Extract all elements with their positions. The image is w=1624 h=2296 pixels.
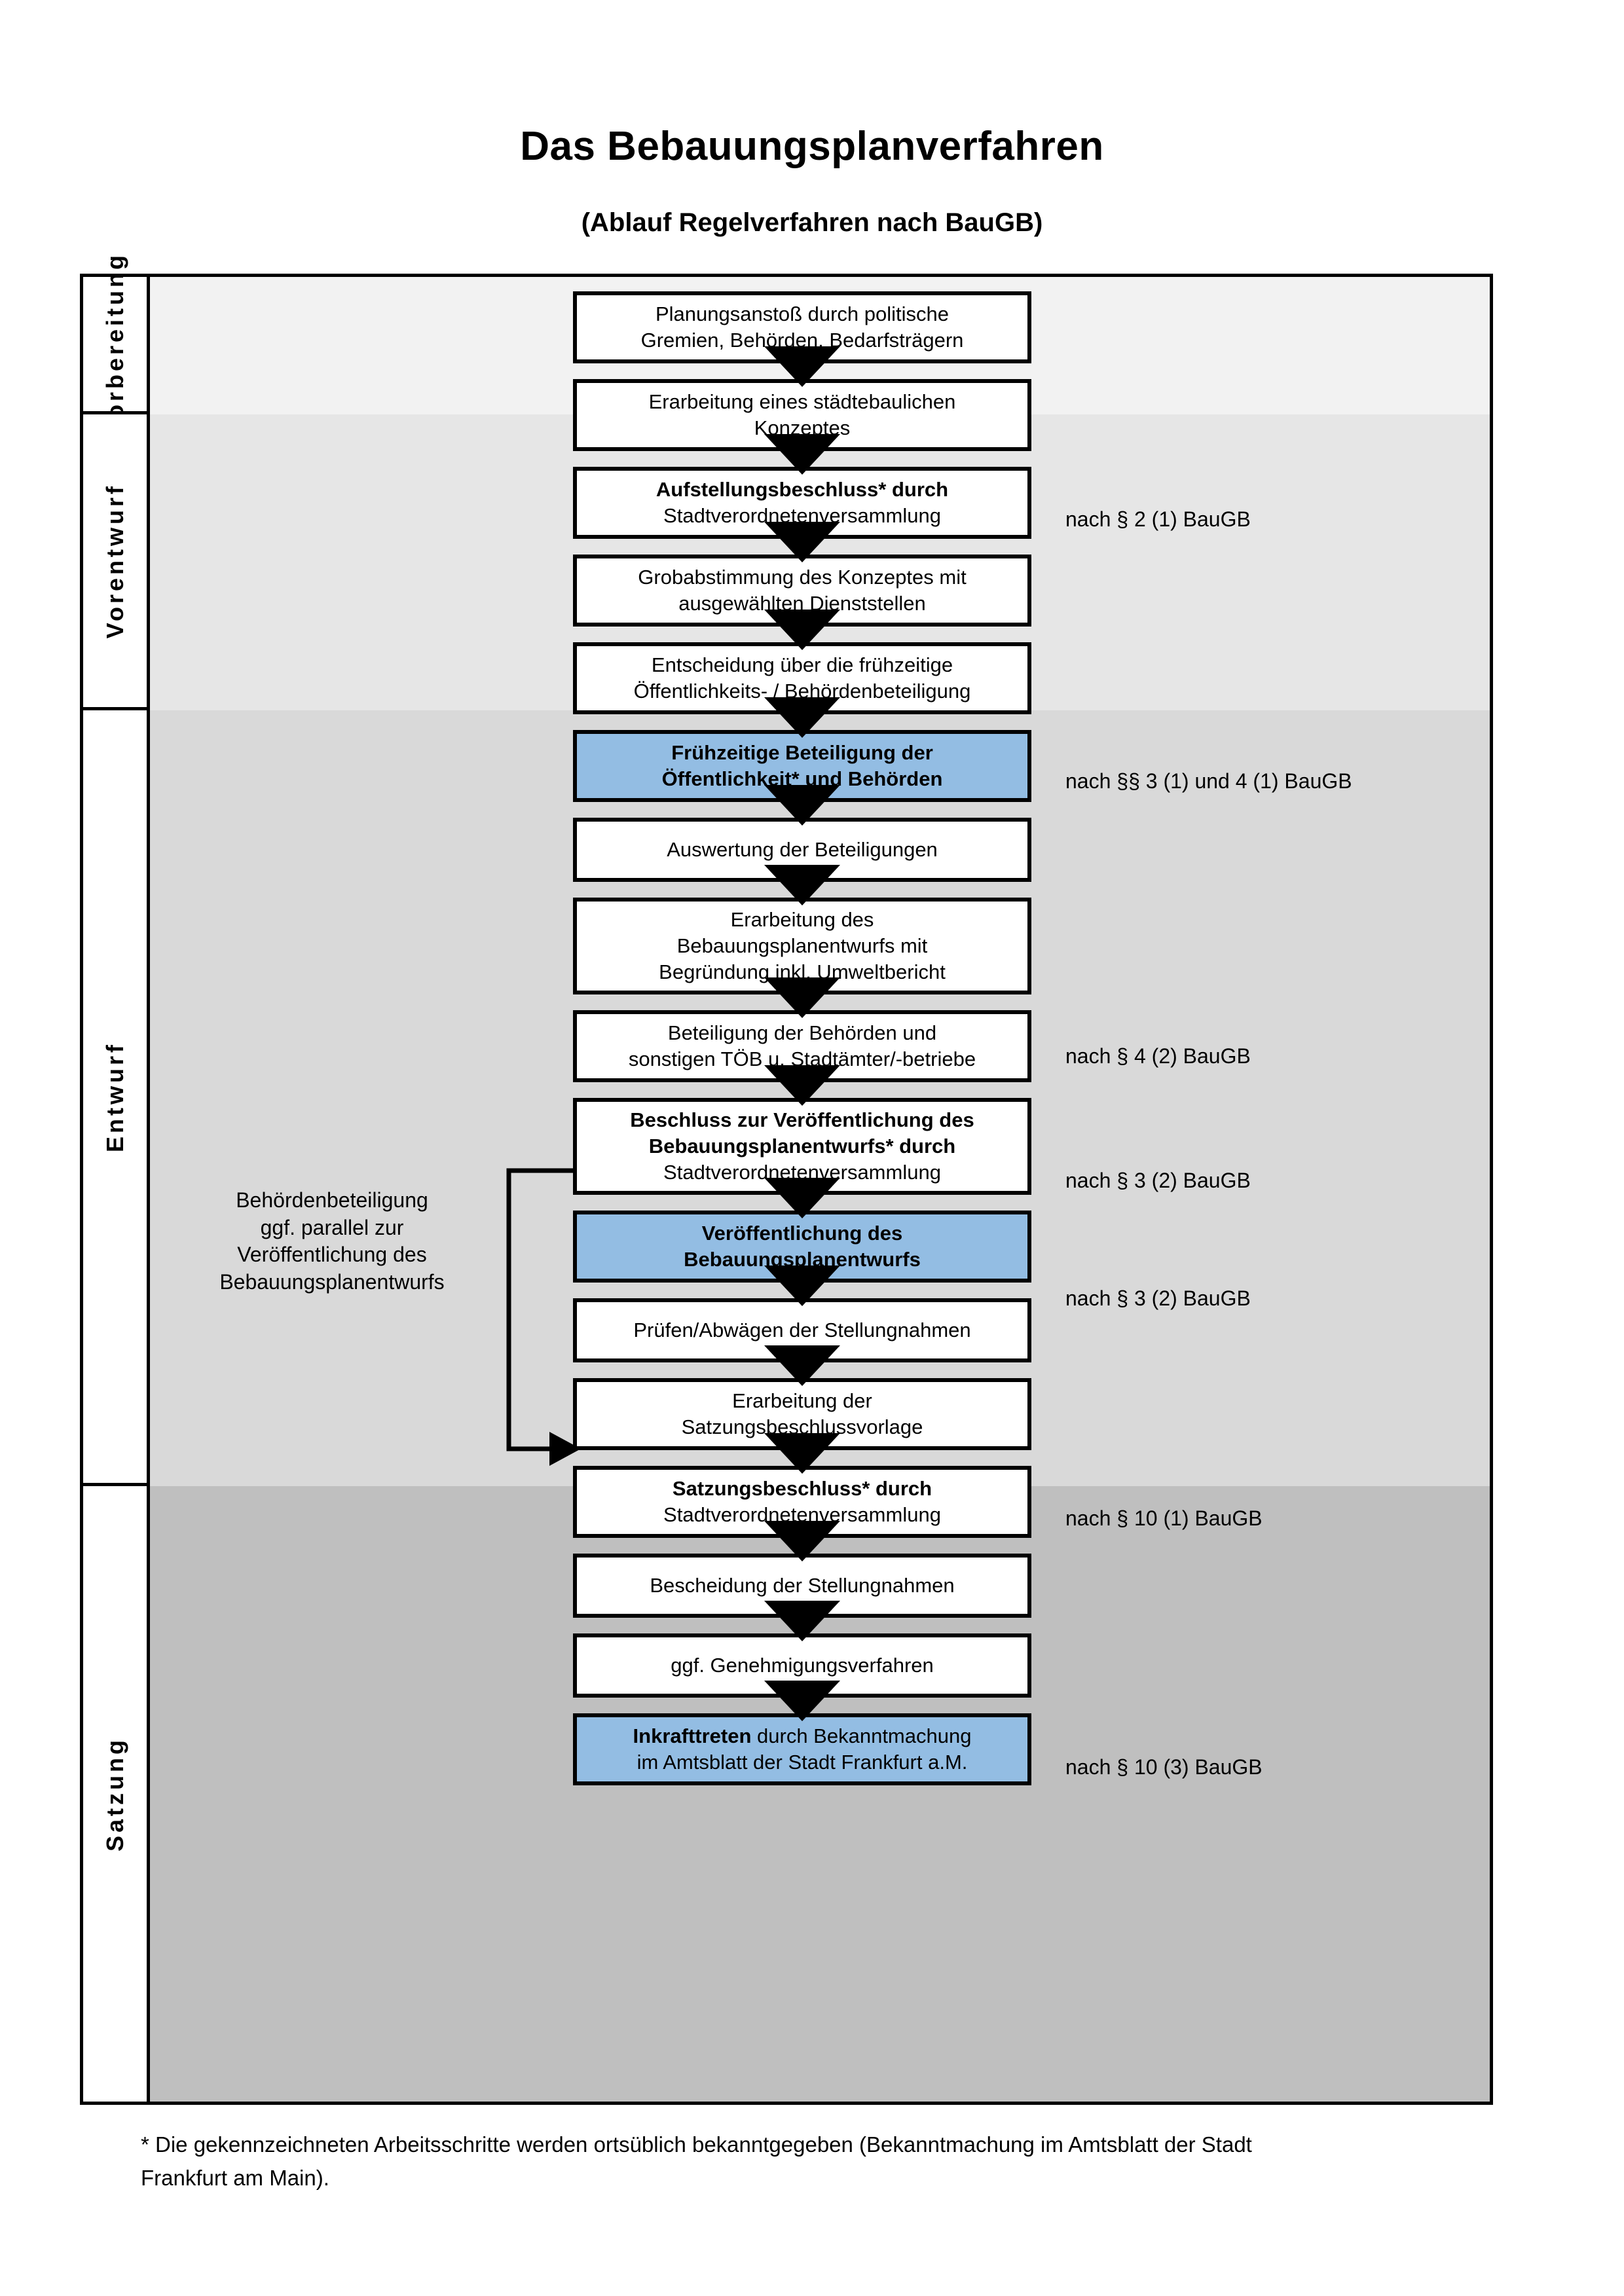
flow-arrow-down	[764, 785, 840, 826]
law-ref-inkrafttreten: nach § 10 (3) BauGB	[1065, 1755, 1263, 1779]
phase-label-text: Vorbereitung	[101, 251, 128, 437]
phase-label-satzung: Satzung	[83, 1486, 150, 2102]
flow-step-line: Prüfen/Abwägen der Stellungnahmen	[633, 1318, 971, 1341]
law-ref-beschluss-veroeffentlichung: nach § 3 (2) BauGB	[1065, 1169, 1251, 1192]
law-ref-aufstellungsbeschluss: nach § 2 (1) BauGB	[1065, 507, 1251, 531]
side-note-behoerdenbeteiligung: Behördenbeteiligung ggf. parallel zur Ve…	[168, 1187, 496, 1296]
flow-arrow-down	[764, 346, 840, 387]
law-ref-satzungsbeschluss: nach § 10 (1) BauGB	[1065, 1506, 1263, 1530]
flow-arrow-down	[764, 1521, 840, 1561]
footnote-line-1: * Die gekennzeichneten Arbeitsschritte w…	[141, 2132, 1252, 2157]
phase-label-text: Satzung	[101, 1736, 128, 1851]
flow-arrow-down	[764, 977, 840, 1018]
flow-step-line: Inkrafttreten durch Bekanntmachung	[633, 1724, 972, 1747]
flow-step-inkrafttreten[interactable]: Inkrafttreten durch Bekanntmachung im Am…	[573, 1713, 1031, 1785]
flow-arrow-down	[764, 610, 840, 650]
flow-step-line: Bebauungsplanentwurfs mit	[676, 934, 928, 957]
flow-step-line: Beschluss zur Veröffentlichung des	[630, 1108, 974, 1131]
phase-label-text: Vorentwurf	[101, 483, 128, 639]
flow-step-line: Entscheidung über die frühzeitige	[651, 653, 953, 676]
footnote: * Die gekennzeichneten Arbeitsschritte w…	[141, 2128, 1542, 2195]
phase-label-entwurf: Entwurf	[83, 710, 150, 1486]
phase-label-vorbereitung: Vorbereitung	[83, 252, 150, 436]
flow-step-line: Grobabstimmung des Konzeptes mit	[638, 565, 967, 589]
page-title: Das Bebauungsplanverfahren	[520, 124, 1104, 169]
law-ref-beteiligung-behoerden: nach § 4 (2) BauGB	[1065, 1044, 1251, 1068]
flow-step-line: im Amtsblatt der Stadt Frankfurt a.M.	[637, 1751, 968, 1774]
flow-step-line: Erarbeitung des	[730, 907, 874, 931]
law-ref-fruehzeitige-beteiligung: nach §§ 3 (1) und 4 (1) BauGB	[1065, 769, 1352, 793]
side-note-line: Behördenbeteiligung	[236, 1188, 428, 1212]
flow-arrow-down	[764, 1178, 840, 1218]
page-subtitle: (Ablauf Regelverfahren nach BauGB)	[581, 208, 1043, 237]
flow-step-erarbeitung-entwurf[interactable]: Erarbeitung des Bebauungsplanentwurfs mi…	[573, 898, 1031, 994]
flow-arrow-down	[764, 1681, 840, 1721]
flow-arrow-down	[764, 1345, 840, 1386]
flow-step-line: Beteiligung der Behörden und	[667, 1021, 937, 1044]
side-note-line: ggf. parallel zur	[260, 1215, 404, 1239]
flow-arrow-down	[764, 522, 840, 562]
flow-step-line: Frühzeitige Beteiligung der	[671, 740, 933, 764]
flow-step-line: Auswertung der Beteiligungen	[667, 837, 938, 861]
flow-arrow-down	[764, 434, 840, 475]
footnote-line-2: Frankfurt am Main).	[141, 2166, 329, 2191]
flow-arrow-down	[764, 1266, 840, 1306]
flow-step-line: Bescheidung der Stellungnahmen	[650, 1573, 955, 1597]
flow-arrow-down	[764, 1601, 840, 1641]
side-note-line: Bebauungsplanentwurfs	[219, 1269, 445, 1294]
flow-step-line: Aufstellungsbeschluss* durch	[655, 477, 949, 501]
phase-label-text: Entwurf	[101, 1041, 128, 1152]
flow-arrow-down	[764, 1065, 840, 1106]
law-ref-veroeffentlichung-entwurf: nach § 3 (2) BauGB	[1065, 1286, 1251, 1310]
flow-step-line: Planungsanstoß durch politische	[655, 302, 950, 325]
flowchart-frame: Vorbereitung Vorentwurf Entwurf Satzung …	[80, 252, 1493, 2105]
flow-step-line: Bebauungsplanentwurfs* durch	[648, 1134, 956, 1157]
flow-step-line: Erarbeitung der	[732, 1389, 872, 1412]
side-note-line: Veröffentlichung des	[237, 1243, 427, 1267]
flow-arrow-down	[764, 697, 840, 738]
phase-label-vorentwurf: Vorentwurf	[83, 414, 150, 710]
flow-step-line: Veröffentlichung des	[701, 1221, 903, 1245]
flow-step-line: ggf. Genehmigungsverfahren	[671, 1653, 934, 1677]
flow-arrow-down	[764, 1433, 840, 1474]
flow-arrow-down	[764, 865, 840, 905]
flow-step-line: Satzungsbeschluss* durch	[672, 1476, 932, 1500]
flow-step-line: Erarbeitung eines städtebaulichen	[648, 390, 956, 413]
